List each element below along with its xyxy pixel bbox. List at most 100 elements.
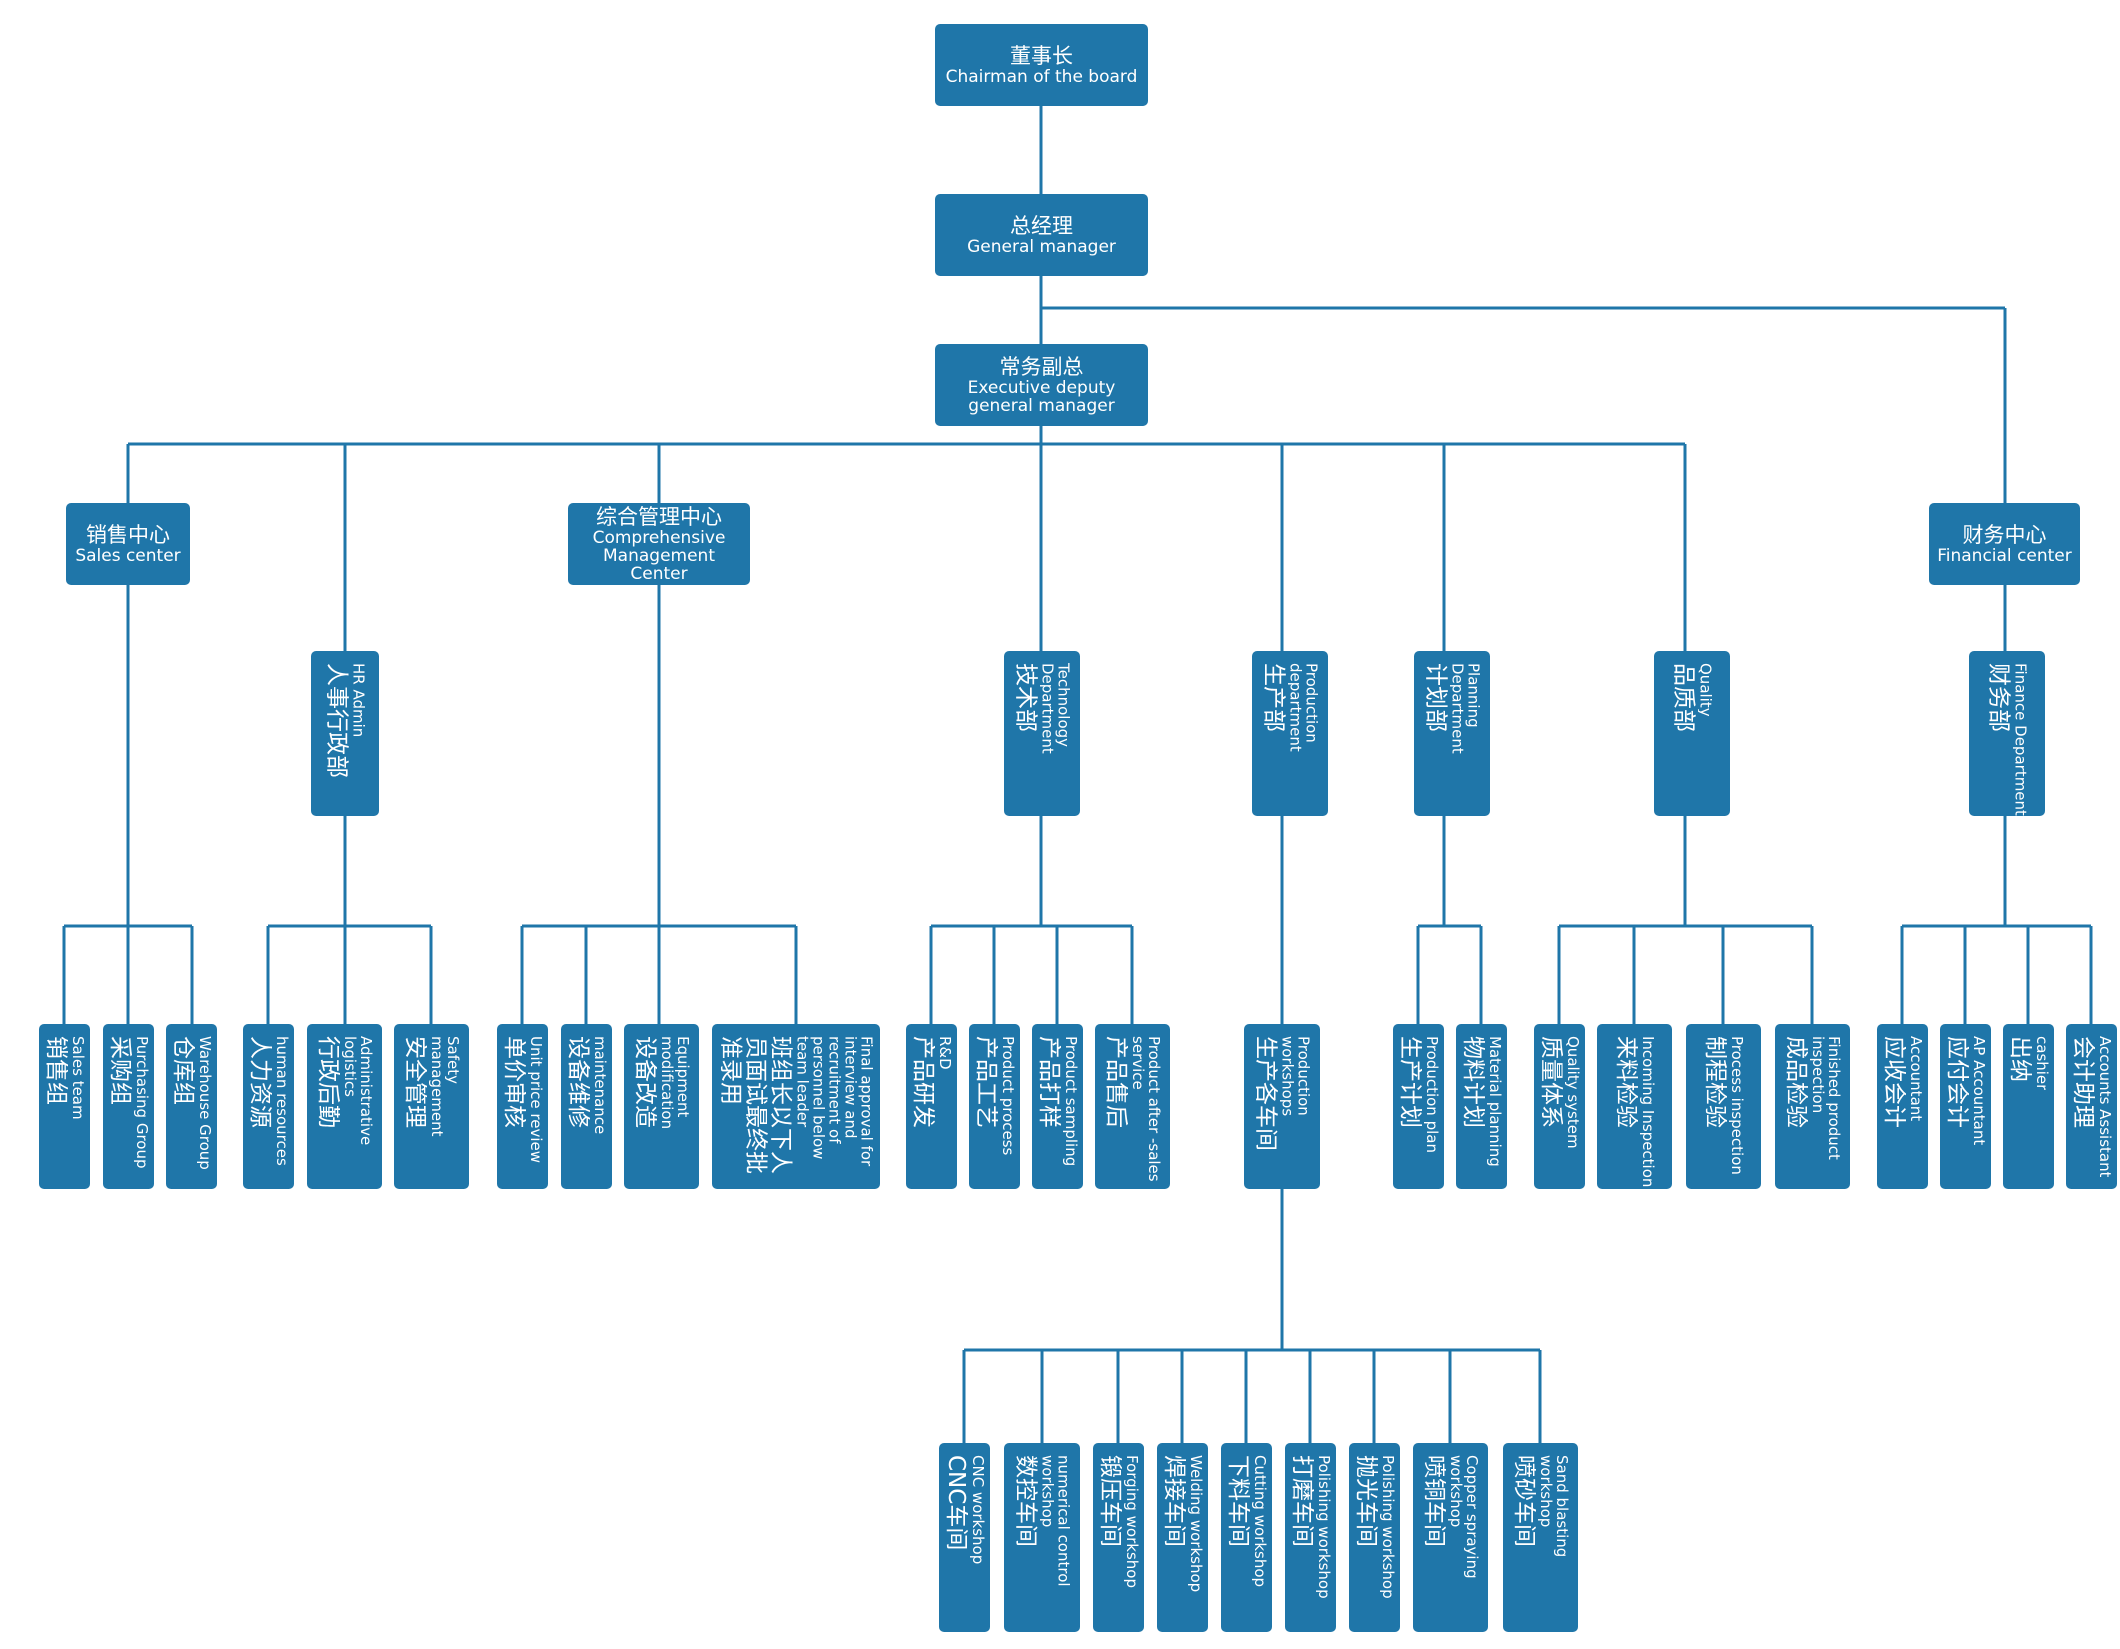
label-chinese: 物料计划: [1460, 1036, 1485, 1128]
label-chinese: 打磨车间: [1289, 1455, 1314, 1547]
label-english: Production plan: [1424, 1036, 1440, 1153]
label-chinese: 产品工艺: [973, 1036, 998, 1128]
label-english: Warehouse Group: [197, 1036, 213, 1170]
label-english: Finished product inspection: [1810, 1036, 1842, 1160]
label-chinese: 成品检验: [1783, 1036, 1808, 1128]
label-english: Unit price review: [528, 1036, 544, 1164]
label-chinese: 行政后勤: [315, 1036, 340, 1128]
label-chinese: 品质部: [1670, 663, 1696, 732]
label-chinese: 产品打样: [1036, 1036, 1061, 1128]
label-chinese: 焊接车间: [1161, 1455, 1186, 1547]
label-english: Accountant: [1908, 1036, 1924, 1122]
label-chinese: 财务中心: [1962, 523, 2047, 547]
label-chinese: 安全管理: [402, 1036, 427, 1128]
label-chinese: 下料车间: [1225, 1455, 1250, 1547]
label-chinese: 仓库组: [170, 1036, 195, 1105]
label-chinese: 数控车间: [1012, 1455, 1038, 1547]
label-chinese: 设备改造: [632, 1036, 657, 1128]
label-chinese: 喷砂车间: [1511, 1455, 1536, 1547]
label-english: Finance Department: [2012, 663, 2029, 816]
label-chinese: 生产计划: [1397, 1036, 1422, 1128]
label-english: Executive deputy general manager: [967, 378, 1116, 416]
label-chinese: 制程检验: [1702, 1036, 1727, 1128]
label-chinese: CNC车间: [943, 1455, 968, 1551]
label-english: Accounts Assistant: [2097, 1036, 2113, 1178]
label-english: Safety management: [429, 1036, 461, 1137]
label-english: Cutting workshop: [1252, 1455, 1268, 1588]
label-english: Product process: [1000, 1036, 1016, 1156]
label-english: Sales team: [70, 1036, 86, 1120]
label-chinese: 产品研发: [910, 1036, 935, 1128]
label-chinese: 常务副总: [999, 355, 1084, 379]
label-english: Sand blasting workshop: [1538, 1455, 1570, 1558]
label-chinese: 喷铜车间: [1421, 1455, 1446, 1547]
label-chinese: 应收会计: [1881, 1036, 1906, 1128]
label-chinese: 人事行政部: [323, 663, 349, 778]
label-english: HR Admin: [350, 663, 367, 738]
label-chinese: 计划部: [1422, 663, 1448, 732]
label-english: R&D: [937, 1036, 953, 1070]
label-english: Polishing workshop: [1316, 1455, 1332, 1599]
label-english: AP Accountant: [1971, 1036, 1987, 1146]
label-chinese: 综合管理中心: [596, 505, 722, 529]
label-english: Final approval for interview and recruit…: [794, 1036, 875, 1167]
label-chinese: 董事长: [1010, 44, 1073, 68]
label-english: Welding workshop: [1188, 1455, 1204, 1593]
label-chinese: 应付会计: [1944, 1036, 1969, 1128]
label-english: Sales center: [75, 546, 181, 566]
label-english: Copper spraying workshop: [1448, 1455, 1480, 1579]
label-chinese: 生产部: [1260, 663, 1286, 732]
label-chinese: 设备维修: [565, 1036, 590, 1128]
label-english: Planning Department: [1449, 663, 1482, 754]
label-english: Purchasing Group: [134, 1036, 150, 1169]
